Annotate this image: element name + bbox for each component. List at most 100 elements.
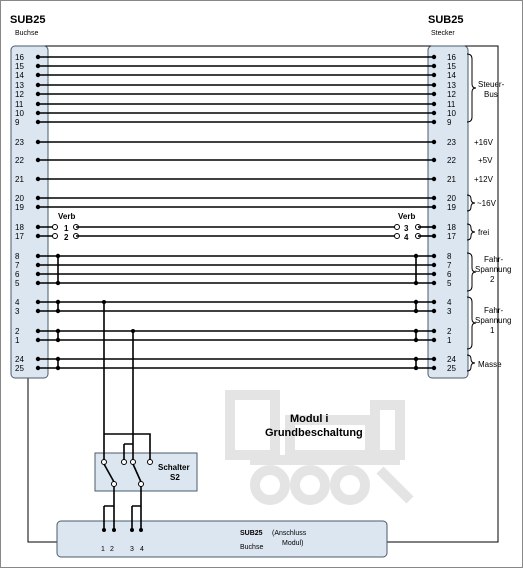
left-pin-number: 4 xyxy=(15,298,20,307)
junction-dot xyxy=(431,356,437,362)
junction-dot xyxy=(431,280,437,286)
junction-dot xyxy=(431,110,437,116)
junction-dot xyxy=(413,299,419,305)
right-pin-number: 4 xyxy=(447,298,452,307)
steuer-bus-label-2: Bus xyxy=(484,90,498,99)
left-pin-number: 14 xyxy=(15,71,24,80)
bottom-pin-1: 1 xyxy=(101,546,105,553)
right-pin-number: 5 xyxy=(447,279,452,288)
junction-dot xyxy=(431,337,437,343)
junction-dot xyxy=(35,328,41,334)
left-pin-number: 18 xyxy=(15,223,24,232)
junction-dot xyxy=(35,54,41,60)
bottom-pin-3: 3 xyxy=(130,546,134,553)
right-pin-number: 25 xyxy=(447,364,456,373)
junction-dot xyxy=(55,253,61,259)
locomotive-watermark-icon xyxy=(225,390,414,505)
junction-dot xyxy=(35,82,41,88)
fahr2-label-2: Spannung xyxy=(475,265,511,274)
right-pin-number: 18 xyxy=(447,223,456,232)
junction-dot xyxy=(55,365,61,371)
left-pin-number: 2 xyxy=(15,327,20,336)
right-pin-number: 7 xyxy=(447,261,452,270)
open-contact xyxy=(52,224,58,230)
left-pin-number: 5 xyxy=(15,279,20,288)
left-pin-number: 19 xyxy=(15,203,24,212)
masse-label: Masse xyxy=(478,360,502,369)
junction-dot xyxy=(431,299,437,305)
switch-box xyxy=(94,452,198,492)
left-pin-number: 8 xyxy=(15,252,20,261)
left-pin-number: 16 xyxy=(15,53,24,62)
right-connector-title: SUB25 xyxy=(428,14,463,26)
left-pin-number: 13 xyxy=(15,81,24,90)
left-pin-number: 12 xyxy=(15,90,24,99)
junction-dot xyxy=(55,328,61,334)
right-pin-number: 24 xyxy=(447,355,456,364)
steuer-bus-label-1: Steuer- xyxy=(478,80,505,89)
fahr1-label-3: 1 xyxy=(490,326,495,335)
v12-label: +12V xyxy=(474,175,494,184)
junction-dot xyxy=(55,337,61,343)
junction-dot xyxy=(35,271,41,277)
left-pin-number: 17 xyxy=(15,232,24,241)
left-pin-number: 6 xyxy=(15,270,20,279)
junction-dot xyxy=(35,176,41,182)
junction-dot xyxy=(413,308,419,314)
right-connector-body xyxy=(427,45,469,379)
junction-dot xyxy=(431,271,437,277)
junction-dot xyxy=(431,91,437,97)
junction-dot xyxy=(431,262,437,268)
junction-dot xyxy=(35,101,41,107)
verb-right-3: 3 xyxy=(404,224,409,233)
left-pin-number: 25 xyxy=(15,364,24,373)
right-pin-number: 15 xyxy=(447,62,456,71)
junction-dot xyxy=(431,82,437,88)
junction-dot xyxy=(431,157,437,163)
junction-dot xyxy=(35,356,41,362)
junction-dot xyxy=(35,262,41,268)
v5-label: +5V xyxy=(478,156,493,165)
right-pin-number: 22 xyxy=(447,156,456,165)
right-pin-number: 8 xyxy=(447,252,452,261)
fahr1-label-1: Fahr- xyxy=(484,306,503,315)
junction-dot xyxy=(413,280,419,286)
bottom-connector-note-2: Modul) xyxy=(282,540,303,547)
left-pin-number: 10 xyxy=(15,109,24,118)
junction-dot xyxy=(413,328,419,334)
junction-dot xyxy=(431,365,437,371)
frei-label: frei xyxy=(478,228,489,237)
junction-dot xyxy=(55,308,61,314)
bottom-connector-body xyxy=(56,520,388,558)
left-pin-number: 21 xyxy=(15,175,24,184)
junction-dot xyxy=(35,308,41,314)
fahr2-brace xyxy=(466,252,477,292)
right-pin-number: 20 xyxy=(447,194,456,203)
junction-dot xyxy=(431,119,437,125)
verb-right-label: Verb xyxy=(398,212,415,221)
verb-left-2: 2 xyxy=(64,233,69,242)
junction-dot xyxy=(35,204,41,210)
module-title-1: Modul i xyxy=(290,413,329,425)
junction-dot xyxy=(431,176,437,182)
junction-dot xyxy=(35,195,41,201)
junction-dot xyxy=(35,119,41,125)
switch-label-1: Schalter xyxy=(158,463,190,472)
junction-dot xyxy=(35,72,41,78)
junction-dot xyxy=(413,253,419,259)
right-labels: Steuer- Bus +16V +5V +12V ~16V frei Fahr… xyxy=(466,53,511,372)
